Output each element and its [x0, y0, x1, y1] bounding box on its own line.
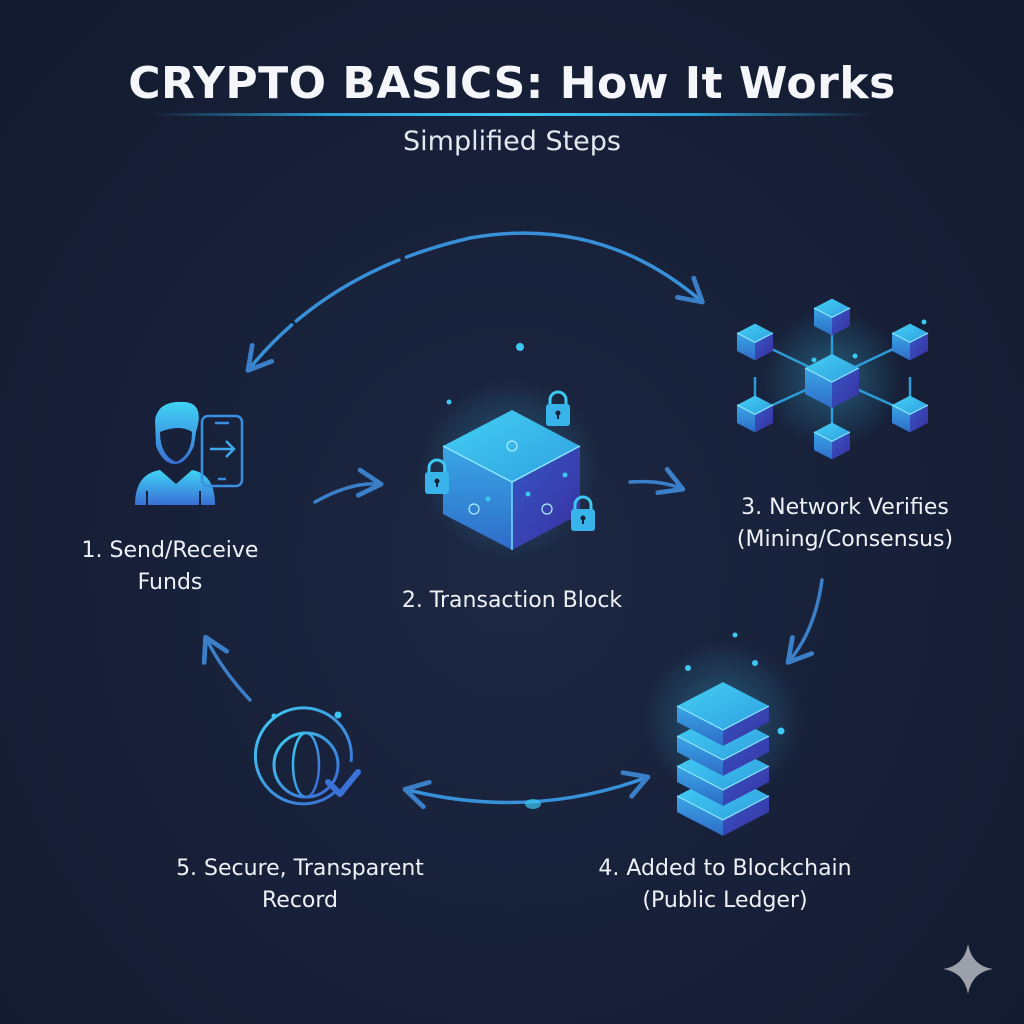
arrow-step4-step5-bidirectional: [402, 770, 651, 810]
step-4-label: 4. Added to Blockchain (Public Ledger): [570, 853, 880, 917]
network-hub-node: [804, 353, 860, 409]
arrow-step3-to-step4: [785, 578, 824, 665]
user-phone-transfer-icon: [135, 401, 244, 505]
arrow-step1-to-step2: [313, 467, 384, 504]
page-subtitle: Simplified Steps: [403, 126, 621, 157]
network-node: [736, 395, 774, 433]
step-3-title: 3. Network Verifies: [741, 495, 949, 520]
arrow-step2-to-step3: [628, 466, 686, 496]
sparkle-icon: [943, 944, 993, 994]
padlock-icon: [425, 458, 449, 494]
padlock-icon: [571, 495, 595, 531]
network-node: [813, 422, 851, 460]
network-nodes-icon: [736, 298, 929, 460]
step-5-title: 5. Secure, Transparent: [176, 856, 424, 881]
network-node: [891, 323, 929, 361]
flow-arrows: [201, 231, 824, 810]
step-2-label: 2. Transaction Block: [362, 585, 662, 617]
ledger-block: [676, 682, 770, 746]
page-title: CRYPTO BASICS: How It Works: [128, 58, 896, 109]
step-4-title: 4. Added to Blockchain: [598, 856, 852, 881]
arrow-step5-to-step1: [201, 634, 252, 702]
step-1-label: 1. Send/Receive Funds: [40, 535, 300, 599]
network-node: [736, 323, 774, 361]
network-node: [813, 298, 851, 336]
step-1-subtitle: Funds: [137, 570, 203, 595]
stacked-blocks-icon: [643, 632, 803, 836]
padlock-icon: [546, 390, 570, 426]
checkmark-icon: [325, 769, 361, 797]
step-4-subtitle: (Public Ledger): [642, 888, 808, 913]
step-1-title: 1. Send/Receive: [81, 538, 259, 563]
step-2-title: 2. Transaction Block: [401, 588, 623, 613]
arrow-top-arc: [245, 231, 705, 373]
globe-check-icon: [253, 706, 361, 806]
title-divider: [150, 113, 874, 116]
locked-cube-icon: [420, 343, 600, 560]
step-3-label: 3. Network Verifies (Mining/Consensus): [690, 492, 1000, 556]
step-3-subtitle: (Mining/Consensus): [736, 527, 954, 552]
step-5-subtitle: Record: [261, 888, 338, 913]
network-node: [891, 395, 929, 433]
step-5-label: 5. Secure, Transparent Record: [150, 853, 450, 917]
